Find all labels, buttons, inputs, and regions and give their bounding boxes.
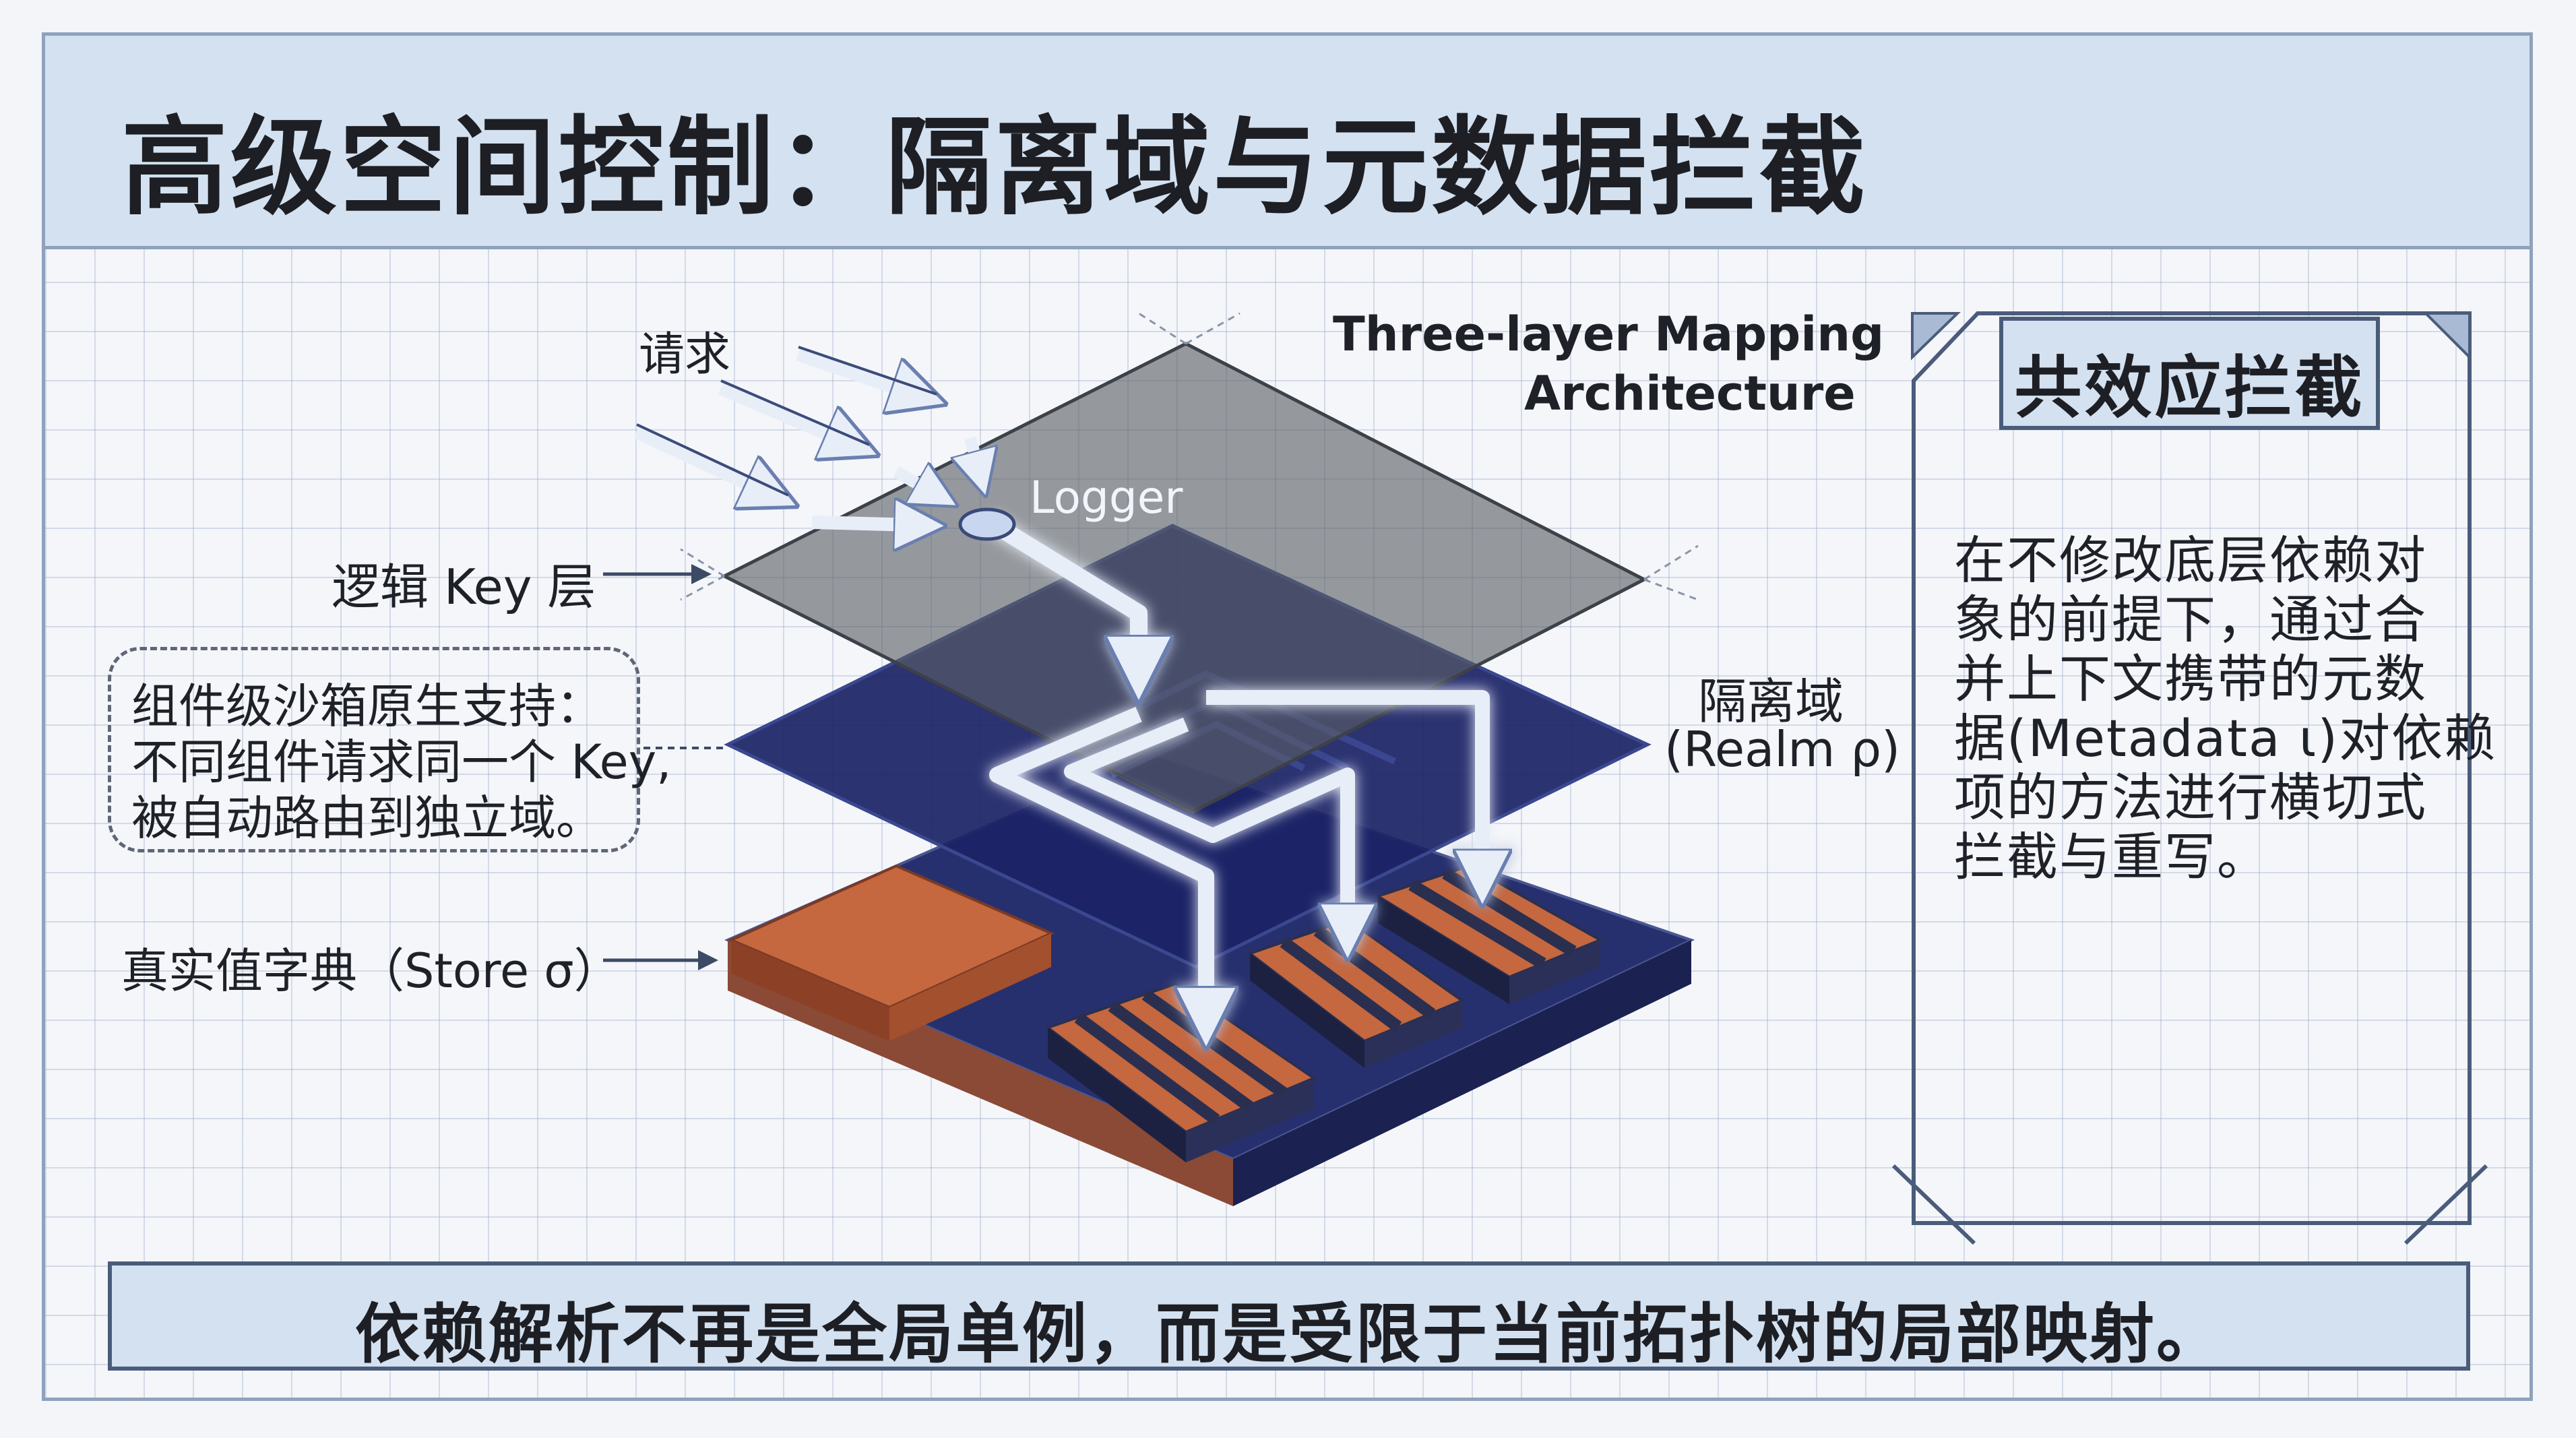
footer-box: 依赖解析不再是全局单例，而是受限于当前拓扑树的局部映射。 bbox=[108, 1261, 2470, 1372]
side-panel-frame bbox=[1891, 311, 2488, 1245]
realm-label-line1: 隔离域 bbox=[1698, 673, 1844, 730]
side-panel-line-1: 在不修改底层依赖对 bbox=[1954, 530, 2427, 590]
sandbox-note-line-1: 组件级沙箱原生支持： bbox=[131, 679, 603, 734]
flow-routes bbox=[986, 514, 1482, 1038]
sandbox-note-box bbox=[108, 647, 640, 852]
request-label: 请求 bbox=[639, 328, 731, 381]
realm-label-line2: (Realm ρ) bbox=[1664, 721, 1901, 778]
request-arrows bbox=[633, 346, 984, 526]
side-panel-line-5: 项的方法进行横切式 bbox=[1954, 768, 2427, 827]
side-panel-line-2: 象的前提下，通过合 bbox=[1954, 590, 2427, 650]
store-orange-slab bbox=[728, 864, 1055, 1041]
logger-node bbox=[958, 507, 1016, 541]
arch-title-line1: Three-layer Mapping bbox=[1333, 307, 1885, 362]
sandbox-note-line-2: 不同组件请求同一个 Key, bbox=[131, 734, 672, 790]
key-layer-label: 逻辑 Key 层 bbox=[332, 559, 596, 615]
side-panel-title-box: 共效应拦截 bbox=[1999, 317, 2380, 430]
page-title: 高级空间控制：隔离域与元数据拦截 bbox=[121, 106, 1868, 230]
store-label: 真实值字典（Store σ） bbox=[121, 943, 621, 999]
sandbox-note-line-3: 被自动路由到独立域。 bbox=[131, 790, 603, 846]
side-panel-line-3: 并上下文携带的元数 bbox=[1954, 649, 2427, 709]
side-panel-line-4: 据(Metadata ι)对依赖 bbox=[1954, 708, 2497, 768]
logger-label: Logger bbox=[1030, 472, 1183, 524]
side-panel-title: 共效应拦截 bbox=[2014, 348, 2365, 427]
footer-text: 依赖解析不再是全局单例，而是受限于当前拓扑树的局部映射。 bbox=[355, 1296, 2223, 1372]
title-band bbox=[42, 32, 2533, 249]
arch-title-line2: Architecture bbox=[1524, 366, 1856, 421]
store-chip-block-2 bbox=[1247, 918, 1466, 1068]
side-panel-line-6: 拦截与重写。 bbox=[1954, 827, 2269, 887]
label-pointers bbox=[603, 564, 728, 970]
store-chip-block-3 bbox=[1375, 864, 1604, 1004]
